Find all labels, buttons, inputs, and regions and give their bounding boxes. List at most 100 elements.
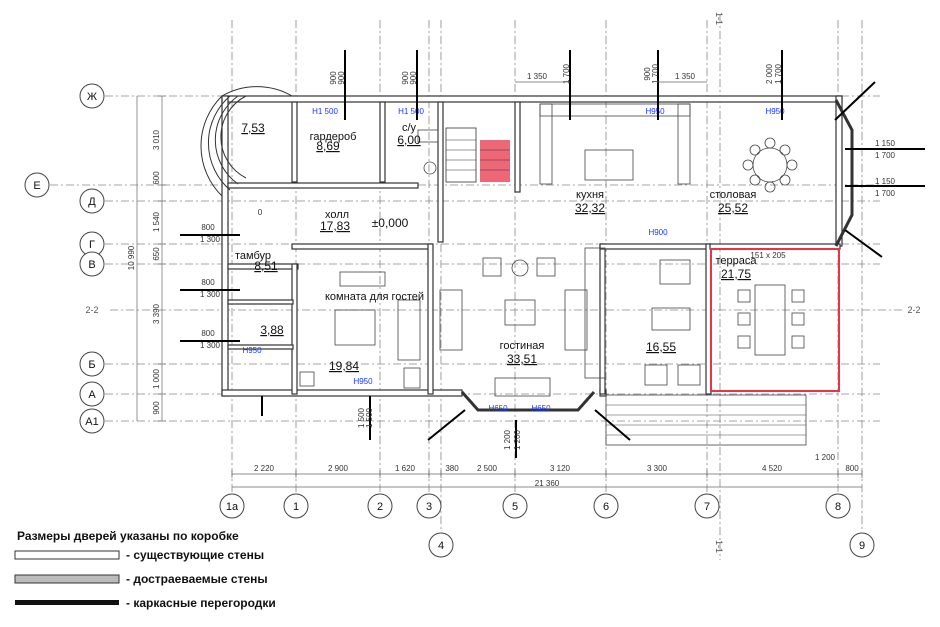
bottom-dim-6: 3 120 — [550, 464, 571, 473]
left-dimension-chain: 3 010 600 1 540 650 3 390 1 000 900 10 9… — [127, 95, 166, 422]
axis-label-a: А — [88, 389, 96, 401]
left-dim-4: 650 — [152, 247, 161, 261]
door-label: H650 — [488, 404, 508, 413]
opening-dim: 900 — [409, 71, 418, 85]
bottom-dim-1: 2 220 — [254, 464, 275, 473]
opening-dim: 900 — [401, 71, 410, 85]
opening-dim: 1 150 — [875, 139, 896, 148]
axis-label-v: В — [88, 259, 95, 271]
door-label: H650 — [531, 404, 551, 413]
room-area-3-88: 3,88 — [260, 323, 284, 337]
door-label: H950 — [645, 107, 665, 116]
legend-item-existing: - существующие стены — [126, 548, 264, 562]
opening-dim: 1 500 — [357, 407, 366, 428]
opening-dim: 1 700 — [875, 189, 896, 198]
axis-label-d: Д — [88, 196, 96, 208]
axis-label-b: Б — [88, 359, 95, 371]
level-mark: ±0,000 — [372, 216, 409, 230]
room-area-living: 33,51 — [507, 352, 537, 366]
left-dim-1: 3 010 — [152, 129, 161, 150]
section-mark-top: 1-1 — [714, 12, 724, 25]
bottom-dim-5: 2 500 — [477, 464, 498, 473]
door-label: H1 500 — [398, 107, 424, 116]
legend: Размеры дверей указаны по коробке - суще… — [14, 529, 276, 610]
door-label: H1 500 — [312, 107, 338, 116]
letter-axis-bubbles: Ж Е Д Г В Б А А1 — [24, 83, 105, 434]
axis-label-5: 5 — [512, 501, 518, 513]
opening-dim: 1 700 — [651, 63, 660, 84]
opening-dim: 800 — [201, 223, 215, 232]
opening-dim: 800 — [201, 278, 215, 287]
left-dim-total: 10 990 — [127, 245, 136, 270]
axis-label-e: Е — [33, 180, 40, 192]
room-area-terrace: 21,75 — [721, 267, 751, 281]
opening-dim: 1 700 — [774, 63, 783, 84]
legend-item-frame: - каркасные перегородки — [126, 596, 276, 610]
room-name-bathroom: с/у — [402, 122, 417, 134]
axis-label-a1: А1 — [85, 416, 98, 428]
room-name-vestibule: тамбур — [235, 250, 271, 262]
room-name-living: гостиная — [500, 340, 545, 352]
opening-dim: 0 — [258, 208, 263, 217]
opening-dim: 1 300 — [200, 341, 221, 350]
legend-swatch-new — [14, 574, 120, 584]
axis-label-zh: Ж — [87, 91, 97, 103]
opening-dim: 2 000 — [765, 63, 774, 84]
room-name-wardrobe: гардероб — [310, 131, 357, 143]
door-label: H950 — [242, 346, 262, 355]
left-dim-5: 3 390 — [152, 303, 161, 324]
room-area-hall: 17,83 — [320, 219, 350, 233]
axis-label-3: 3 — [426, 501, 432, 513]
room-area-kitchen: 32,32 — [575, 201, 605, 215]
opening-dim: 900 — [337, 71, 346, 85]
opening-dim: 1 500 — [365, 407, 374, 428]
room-area-bathroom: 6,00 — [397, 133, 421, 147]
opening-dim: 900 — [643, 67, 652, 81]
building-walls — [221, 95, 843, 397]
furniture — [299, 129, 805, 397]
door-label: H950 — [765, 107, 785, 116]
left-dim-3: 1 540 — [152, 211, 161, 232]
bottom-dim-7: 3 300 — [647, 464, 668, 473]
legend-swatch-frame — [15, 600, 119, 605]
opening-dim: 151 x 205 — [750, 251, 786, 260]
axis-label-4: 4 — [438, 540, 444, 552]
number-axis-bubbles: 1а 1 2 3 4 5 6 7 8 9 — [219, 493, 875, 558]
opening-markers: 900 900 900 900 1 700 900 1 700 2 000 1 … — [180, 50, 925, 462]
bottom-dim-9: 800 — [845, 464, 859, 473]
section-mark-left: 2-2 — [85, 305, 98, 315]
axis-label-2: 2 — [377, 501, 383, 513]
opening-dim: 1 700 — [875, 151, 896, 160]
bottom-dim-3: 1 620 — [395, 464, 416, 473]
top-dims: 1 350 1 350 — [515, 72, 707, 83]
axis-label-9: 9 — [859, 540, 865, 552]
room-name-hall: холл — [325, 209, 349, 221]
room-area-dining: 25,52 — [718, 201, 748, 215]
top-dim-2: 1 350 — [675, 72, 696, 81]
left-dim-6: 1 000 — [152, 368, 161, 389]
room-name-guest-room: комната для гостей — [325, 291, 424, 303]
room-area-7-53: 7,53 — [241, 121, 265, 135]
room-area-16-55: 16,55 — [646, 340, 676, 354]
section-mark-right: 2-2 — [907, 305, 920, 315]
top-dim-1: 1 350 — [527, 72, 548, 81]
opening-dim: 1 200 — [815, 453, 836, 462]
room-name-terrace: терраса — [715, 255, 757, 267]
room-area-guest-room: 19,84 — [329, 359, 359, 373]
axis-label-8: 8 — [835, 501, 841, 513]
left-dim-2: 600 — [152, 171, 161, 185]
bottom-dim-2: 2 900 — [328, 464, 349, 473]
door-labels: H1 500 H1 500 H950 H950 H950 H950 H900 H… — [242, 107, 785, 413]
axis-label-1: 1 — [293, 501, 299, 513]
room-area-vestibule: 8,51 — [254, 259, 278, 273]
axis-label-1a: 1а — [226, 501, 239, 513]
left-dim-7: 900 — [152, 401, 161, 415]
legend-item-new: - достраеваемые стены — [126, 572, 268, 586]
axis-label-7: 7 — [704, 501, 710, 513]
staircase — [445, 127, 510, 183]
room-labels: 7,53 гардероб 8,69 с/у 6,00 кухня 32,32 … — [235, 121, 757, 373]
opening-dim: 1 200 — [513, 429, 522, 450]
opening-dim: 800 — [201, 329, 215, 338]
opening-dim: 900 — [329, 71, 338, 85]
